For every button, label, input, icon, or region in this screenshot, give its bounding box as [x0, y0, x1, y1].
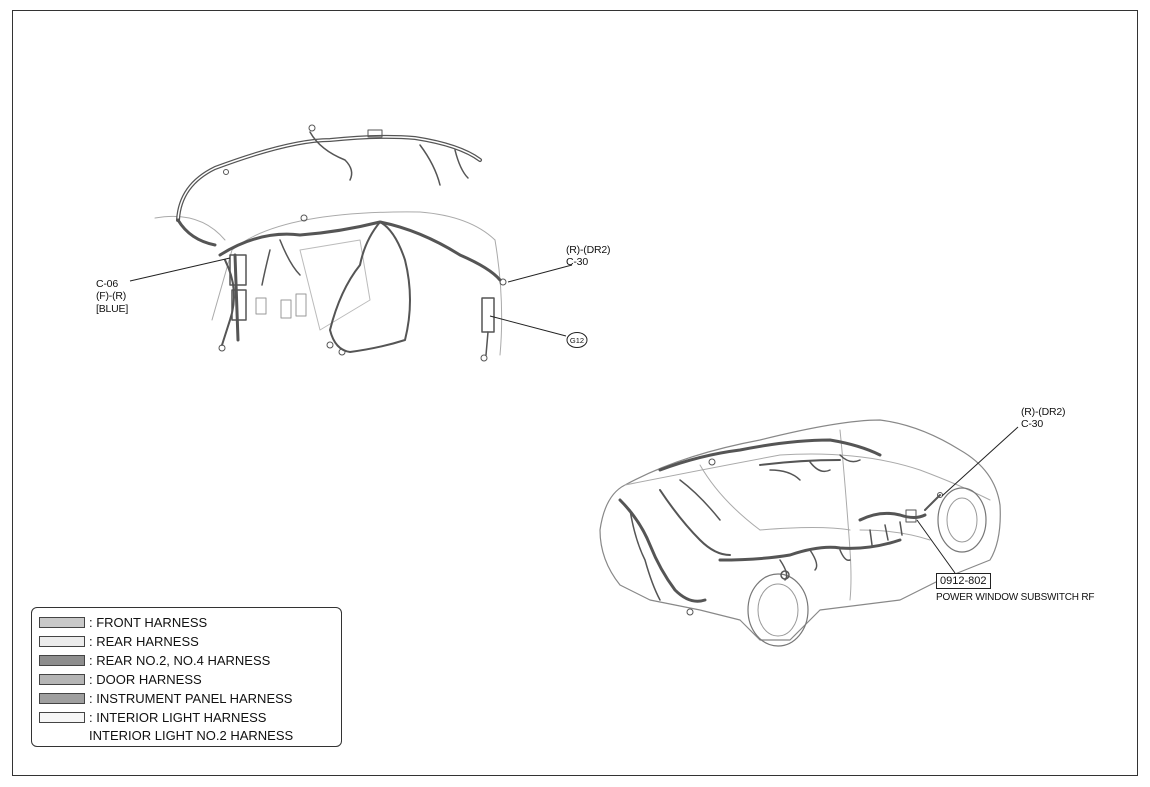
ground-label: G12	[570, 336, 584, 345]
legend-label: : DOOR HARNESS	[89, 672, 202, 687]
legend: : FRONT HARNESS : REAR HARNESS : REAR NO…	[31, 607, 342, 747]
ground-g12-symbol: G12	[566, 332, 588, 348]
dashboard-view	[154, 124, 507, 362]
legend-row: : REAR HARNESS	[39, 632, 341, 651]
legend-swatch	[39, 617, 85, 628]
legend-label: : REAR HARNESS	[89, 634, 199, 649]
legend-label: : REAR NO.2, NO.4 HARNESS	[89, 653, 271, 668]
legend-swatch	[39, 712, 85, 723]
leader-lines	[129, 257, 1019, 574]
legend-swatch	[39, 693, 85, 704]
legend-label: : INSTRUMENT PANEL HARNESS	[89, 691, 293, 706]
legend-swatch	[39, 636, 85, 647]
c06-side: (F)-(R)	[96, 290, 127, 302]
legend-row: : INTERIOR LIGHT HARNESS	[39, 708, 341, 727]
ref-description: POWER WINDOW SUBSWITCH RF	[936, 592, 1095, 603]
legend-swatch	[39, 674, 85, 685]
c06-code: C-06	[96, 278, 118, 290]
c30-car-code: (R)-(DR2)	[1021, 406, 1066, 418]
car-view	[599, 419, 1001, 647]
c30-top-code: (R)-(DR2)	[566, 244, 611, 256]
legend-label: : FRONT HARNESS	[89, 615, 208, 630]
c30-car-num: C-30	[1021, 418, 1043, 430]
legend-row: : INSTRUMENT PANEL HARNESS	[39, 689, 341, 708]
legend-row: : REAR NO.2, NO.4 HARNESS	[39, 651, 341, 670]
legend-row: : DOOR HARNESS	[39, 670, 341, 689]
legend-label-extra: INTERIOR LIGHT NO.2 HARNESS	[89, 728, 294, 743]
diagram-frame	[12, 10, 1138, 776]
ref-box: 0912-802	[936, 573, 991, 589]
c06-color: [BLUE]	[96, 303, 129, 315]
c30-top-num: C-30	[566, 256, 588, 268]
legend-swatch	[39, 655, 85, 666]
legend-row: : FRONT HARNESS	[39, 613, 341, 632]
legend-label: : INTERIOR LIGHT HARNESS	[89, 710, 267, 725]
